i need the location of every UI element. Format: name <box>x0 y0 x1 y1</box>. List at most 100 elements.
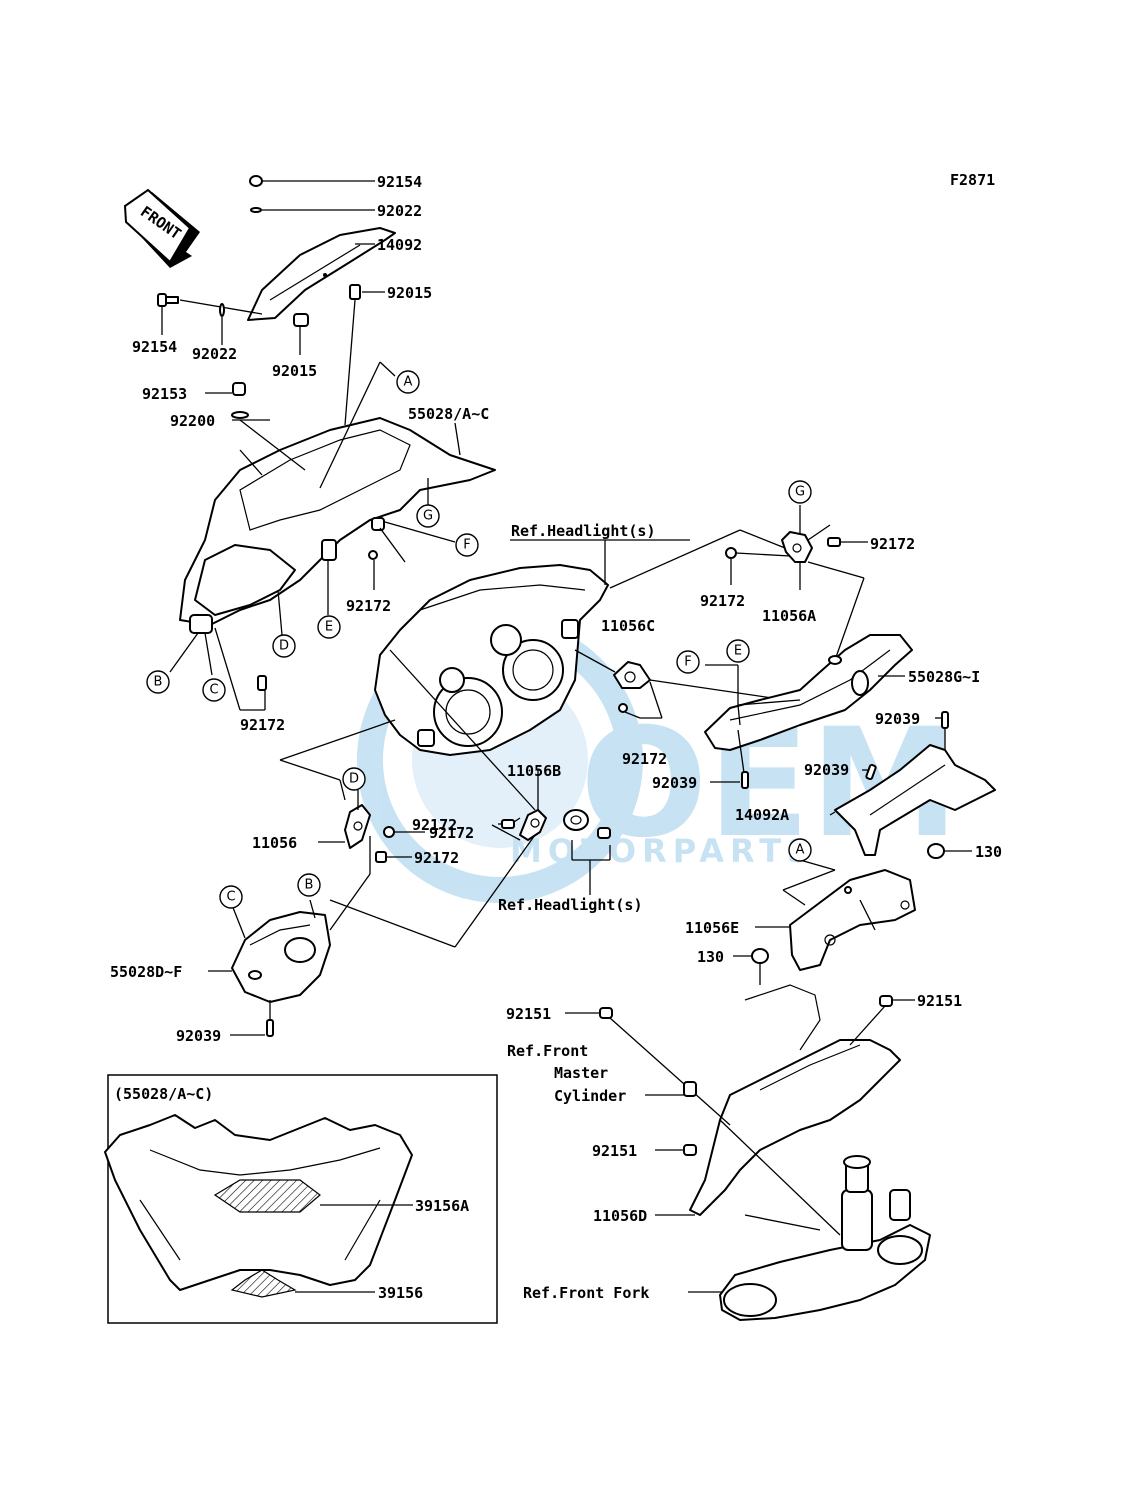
callout-a-lower: A <box>788 838 812 862</box>
screw-92154-top <box>249 175 375 187</box>
label-92151-a: 92151 <box>506 1005 551 1023</box>
svg-text:D: D <box>349 772 359 787</box>
label-92172-b: 92172 <box>240 716 285 734</box>
label-ref-front: Ref.Front <box>507 1042 588 1060</box>
label-39156a: 39156A <box>415 1197 469 1215</box>
svg-text:E: E <box>734 644 742 659</box>
cowl-upper-panel <box>247 227 396 321</box>
svg-text:E: E <box>325 620 333 635</box>
nut-130-a <box>927 843 972 859</box>
label-92172-g: 92172 <box>429 824 474 842</box>
screw-92172-g <box>827 537 868 547</box>
screw-92153 <box>205 382 246 396</box>
label-92172-f: 92172 <box>412 816 457 834</box>
stay-11056e <box>789 869 916 971</box>
label-ref-headlight-bottom: Ref.Headlight(s) <box>498 896 643 914</box>
label-92039-b: 92039 <box>652 774 697 792</box>
svg-text:B: B <box>154 675 163 690</box>
washer-92022-top <box>250 207 375 213</box>
nut-130-b <box>733 948 769 985</box>
label-11056d: 11056D <box>593 1207 647 1225</box>
front-arrow-icon: FRONT <box>123 188 200 268</box>
label-14092: 14092 <box>377 236 422 254</box>
label-92039-a: 92039 <box>875 710 920 728</box>
label-92200: 92200 <box>170 412 215 430</box>
label-inset-title: (55028/A~C) <box>114 1085 213 1103</box>
callout-c-lower: C <box>219 885 243 909</box>
label-11056a: 11056A <box>762 607 816 625</box>
lower-panel-55028d <box>231 911 331 1003</box>
figure-code: F2871 <box>950 171 995 189</box>
label-11056b: 11056B <box>507 762 561 780</box>
bracket-11056a <box>781 524 865 661</box>
label-55028g-i: 55028G~I <box>908 668 980 686</box>
svg-text:D: D <box>279 639 289 654</box>
label-39156: 39156 <box>378 1284 423 1302</box>
callout-e-right: E <box>726 639 750 663</box>
grommet-92015-top <box>349 284 385 300</box>
callout-f-right: F <box>676 650 700 674</box>
callout-b-left: B <box>146 670 170 694</box>
label-cylinder: Cylinder <box>554 1087 626 1105</box>
rivet-92039-c <box>862 763 877 781</box>
callout-g-left: G <box>416 504 440 528</box>
bracket-11056b <box>519 770 547 841</box>
label-ref-headlight-top: Ref.Headlight(s) <box>511 522 656 540</box>
label-92151-c: 92151 <box>592 1142 637 1160</box>
screw-92172-center <box>597 827 611 839</box>
front-fork-triple-clamp <box>719 1155 931 1321</box>
svg-text:A: A <box>796 843 805 858</box>
svg-text:B: B <box>305 878 314 893</box>
grommet-92015-side <box>293 313 309 355</box>
svg-text:G: G <box>423 509 433 524</box>
svg-text:G: G <box>795 485 805 500</box>
label-92022-side: 92022 <box>192 345 237 363</box>
cover-14092a <box>829 744 996 856</box>
svg-text:F: F <box>684 655 691 670</box>
grommet-center <box>563 809 589 831</box>
label-92172-e: 92172 <box>622 750 667 768</box>
callout-b-lower: B <box>297 873 321 897</box>
label-11056: 11056 <box>252 834 297 852</box>
upper-cowl-55028 <box>179 417 496 634</box>
svg-text:A: A <box>404 375 413 390</box>
washer-92200 <box>231 411 270 421</box>
label-130-a: 130 <box>975 843 1002 861</box>
inset-box <box>104 1074 498 1324</box>
bolt-92151-b <box>849 995 915 1046</box>
svg-text:C: C <box>226 890 235 905</box>
label-ref-front-fork: Ref.Front Fork <box>523 1284 649 1302</box>
label-11056e: 11056E <box>685 919 739 937</box>
label-92172-h: 92172 <box>414 849 459 867</box>
callout-f-left: F <box>455 533 479 557</box>
label-92039-c: 92039 <box>804 761 849 779</box>
callout-d-lower: D <box>342 767 366 791</box>
screw-92172-lower-left <box>257 675 267 691</box>
label-92022-top: 92022 <box>377 202 422 220</box>
bracket-11056 <box>318 804 371 849</box>
washer-92022-side <box>219 303 225 345</box>
bolt-92151-c <box>655 1144 697 1156</box>
label-92015-top: 92015 <box>387 284 432 302</box>
svg-text:C: C <box>209 683 218 698</box>
label-92154-top: 92154 <box>377 173 422 191</box>
headlight-housing <box>374 564 609 756</box>
label-55028d-f: 55028D~F <box>110 963 182 981</box>
label-92154-side: 92154 <box>132 338 177 356</box>
label-92172-c: 92172 <box>870 535 915 553</box>
label-92151-b: 92151 <box>917 992 962 1010</box>
label-92172-a: 92172 <box>346 597 391 615</box>
screw-92172-b <box>498 817 521 829</box>
label-14092a: 14092A <box>735 806 789 824</box>
label-92153: 92153 <box>142 385 187 403</box>
callout-a-top: A <box>396 370 420 394</box>
label-master: Master <box>554 1064 608 1082</box>
rivet-92039-d <box>230 1000 274 1037</box>
screw-92154-side <box>157 293 263 335</box>
bolt-92151-a <box>565 1007 731 1126</box>
label-92015-side: 92015 <box>272 362 317 380</box>
label-92172-d: 92172 <box>700 592 745 610</box>
watermark-sub: MOTORPARTS <box>510 832 816 870</box>
callout-d-left: D <box>272 634 296 658</box>
